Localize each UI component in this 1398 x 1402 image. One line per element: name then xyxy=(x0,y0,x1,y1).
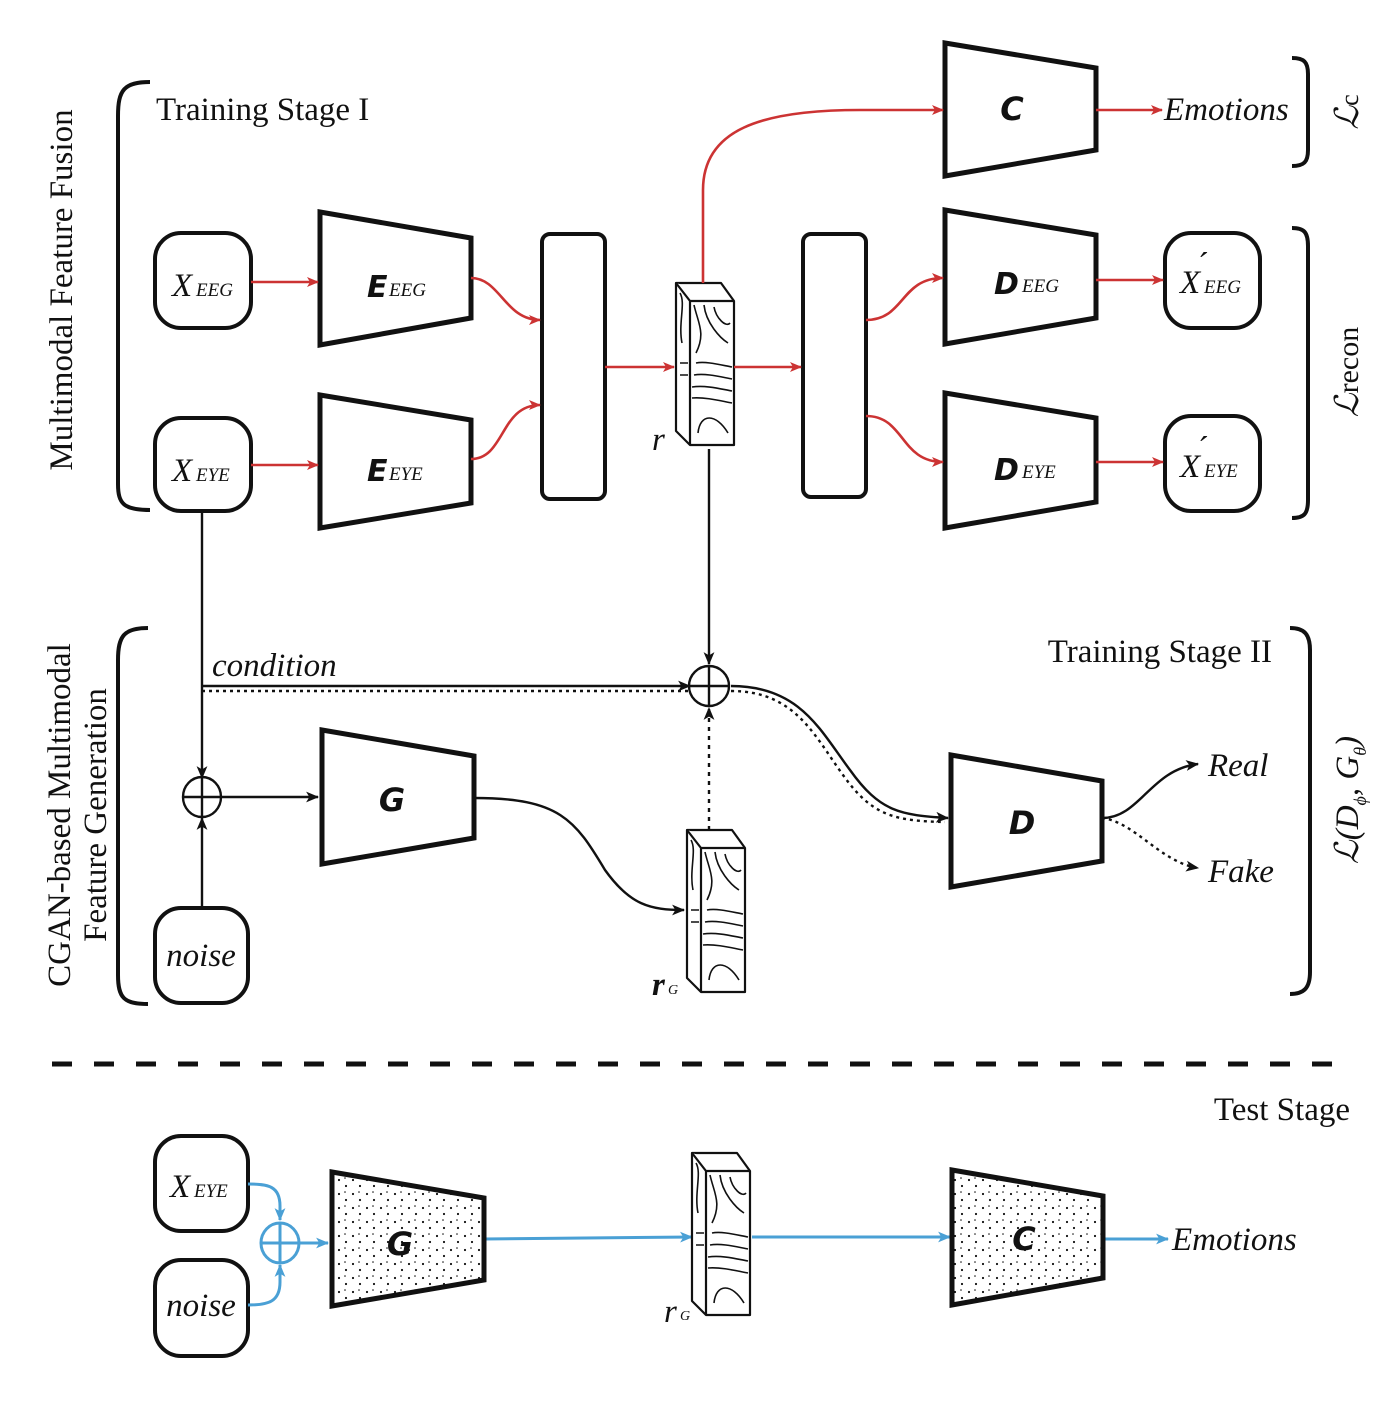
latent-representation-r xyxy=(674,281,736,447)
arrow-test-xeye-to-concat xyxy=(247,1182,286,1222)
svg-text:G: G xyxy=(680,1309,690,1324)
svg-text:´: ´ xyxy=(1198,247,1209,283)
arrow-eeye-to-fusion xyxy=(470,400,541,461)
loss-c-brace xyxy=(1291,56,1310,168)
arrow-r-to-classifier xyxy=(701,105,944,283)
stage1-flow-arrows xyxy=(251,105,1164,470)
output-real: Real xyxy=(1207,748,1268,784)
test-input-noise: noise xyxy=(153,1258,250,1358)
test-flow-arrows xyxy=(247,1182,1170,1307)
svg-text:EEG: EEG xyxy=(1021,276,1059,297)
svg-text:EYE: EYE xyxy=(1021,462,1056,483)
svg-text:ℒc: ℒc xyxy=(1330,94,1366,129)
svg-text:X: X xyxy=(1178,449,1202,485)
test-generated-label-rg: r G xyxy=(664,1294,690,1330)
reconstruction-x-eeg: X ´ EEG xyxy=(1163,231,1262,330)
arrow-d-to-fake xyxy=(1101,816,1200,872)
stage2-flow-arrows xyxy=(196,449,1200,916)
loss-recon-label: ℒrecon xyxy=(1330,327,1366,417)
generated-label-rg: r G xyxy=(652,967,678,1003)
condition-label: condition xyxy=(212,648,337,684)
input-x-eye: X EYE xyxy=(153,416,253,513)
stage2-title: Training Stage II xyxy=(1048,634,1272,670)
arrow-g-to-rg xyxy=(473,796,686,916)
generated-representation-rg xyxy=(685,828,747,994)
reconstruction-x-eye: X ´ EYE xyxy=(1163,414,1262,513)
svg-text:C: C xyxy=(1000,90,1024,128)
fusion-side-label: Multimodal Feature Fusion xyxy=(44,109,80,470)
output-fake: Fake xyxy=(1207,854,1274,890)
arrow-d-to-real xyxy=(1101,760,1200,820)
svg-text:r: r xyxy=(664,1294,677,1330)
svg-text:G: G xyxy=(387,1225,413,1263)
svg-text:G: G xyxy=(668,983,678,998)
svg-text:C: C xyxy=(1012,1220,1036,1258)
loss-c-label: ℒc xyxy=(1330,94,1366,129)
decoder-eye: D EYE xyxy=(942,390,1099,531)
decoder-split-layer xyxy=(801,232,868,499)
svg-text:ℒ(Dϕ, Gθ): ℒ(Dϕ, Gθ) xyxy=(1330,736,1370,864)
test-generator-g: G xyxy=(329,1169,487,1309)
arrow-layer-to-deeg xyxy=(865,273,944,322)
svg-text:X: X xyxy=(170,453,194,489)
test-classifier-c: C xyxy=(949,1167,1106,1308)
arrow-concat-to-d-dotted xyxy=(730,689,946,824)
concat-operator-generator xyxy=(181,775,223,819)
encoder-eeg: E EEG xyxy=(317,209,474,348)
test-concat-operator xyxy=(259,1221,301,1265)
loss-recon-brace xyxy=(1291,226,1310,520)
arrow-concat-to-d xyxy=(730,684,950,823)
arrow-eeeg-to-fusion xyxy=(470,276,541,325)
svg-text:EYE: EYE xyxy=(1203,461,1238,482)
generation-brace xyxy=(116,626,149,1006)
svg-text:ℒrecon: ℒrecon xyxy=(1330,327,1366,417)
generation-side-label-line2: Feature Generation xyxy=(78,688,114,942)
svg-text:X: X xyxy=(170,268,194,304)
test-generated-representation-rg xyxy=(690,1151,752,1317)
arrow-test-g-to-rg xyxy=(483,1231,694,1243)
generation-side-label-line1: CGAN-based Multimodal xyxy=(42,643,78,987)
latent-label-r: r xyxy=(652,422,665,458)
test-input-x-eye: X EYE xyxy=(153,1134,250,1233)
svg-text:D: D xyxy=(994,267,1019,302)
discriminator-d: D xyxy=(948,752,1105,890)
svg-text:D: D xyxy=(994,453,1019,488)
svg-text:E: E xyxy=(367,454,388,489)
arrow-test-noise-to-concat xyxy=(247,1263,286,1307)
generator-g: G xyxy=(319,727,477,867)
svg-text:EEG: EEG xyxy=(1203,277,1241,298)
svg-text:EYE: EYE xyxy=(195,465,230,486)
svg-text:EEG: EEG xyxy=(388,280,426,301)
svg-text:EYE: EYE xyxy=(388,464,423,485)
emotions-output-stage1: Emotions xyxy=(1163,92,1289,128)
svg-text:noise: noise xyxy=(166,1288,236,1324)
svg-text:EEG: EEG xyxy=(195,280,233,301)
arrow-layer-to-deye xyxy=(865,414,944,467)
stage1-title: Training Stage I xyxy=(156,92,369,128)
test-emotions-output: Emotions xyxy=(1171,1222,1297,1258)
svg-text:D: D xyxy=(1009,804,1036,842)
svg-text:EYE: EYE xyxy=(193,1181,228,1202)
encoder-eye: E EYE xyxy=(317,392,474,531)
svg-text:noise: noise xyxy=(166,938,236,974)
svg-text:X: X xyxy=(168,1169,192,1205)
svg-text:X: X xyxy=(1178,265,1202,301)
test-stage-title: Test Stage xyxy=(1214,1092,1350,1128)
svg-text:r: r xyxy=(652,967,666,1003)
noise-input: noise xyxy=(153,906,250,1005)
loss-adversarial-label: ℒ(Dϕ, Gθ) xyxy=(1330,736,1370,864)
classifier-c: C xyxy=(942,40,1099,179)
fusion-layer xyxy=(540,232,607,501)
svg-text:G: G xyxy=(379,781,405,819)
svg-text:´: ´ xyxy=(1198,431,1209,467)
input-x-eeg: X EEG xyxy=(153,231,253,330)
fusion-brace xyxy=(116,80,151,512)
loss-adversarial-brace xyxy=(1289,626,1312,996)
decoder-eeg: D EEG xyxy=(942,207,1099,347)
concat-operator-discriminator xyxy=(687,664,731,708)
svg-text:E: E xyxy=(367,270,388,305)
